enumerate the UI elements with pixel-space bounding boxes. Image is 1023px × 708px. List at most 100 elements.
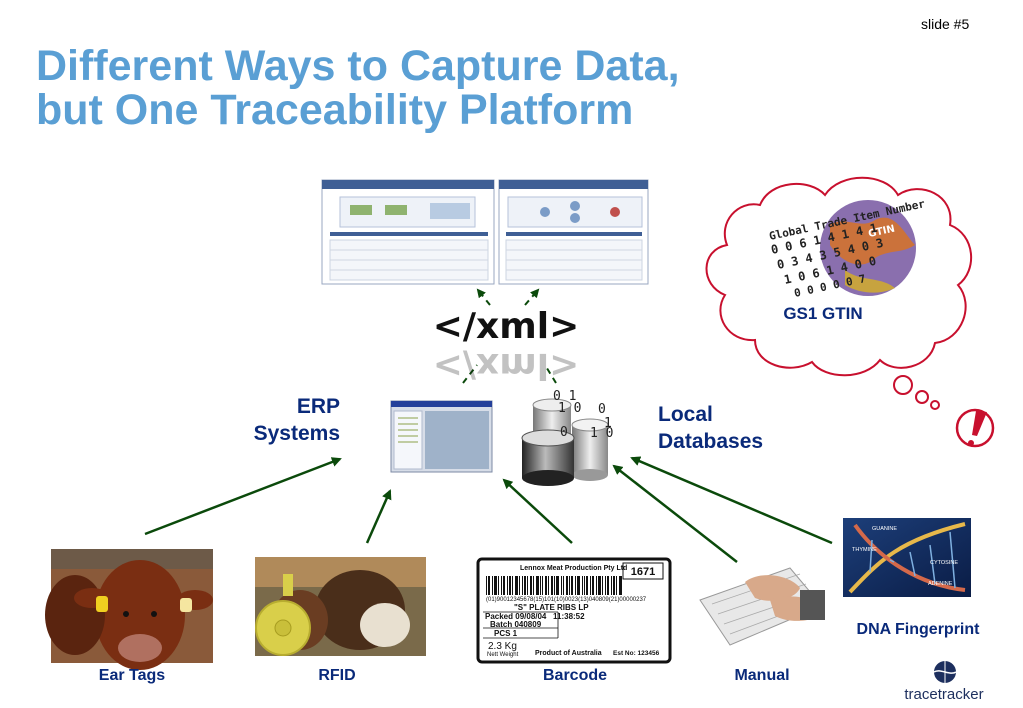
dna-image: GUANINE THYMINE CYTOSINE ADENINE bbox=[843, 518, 971, 597]
local-label-line-1: Local bbox=[658, 403, 713, 426]
title-line-2: but One Traceability Platform bbox=[36, 86, 634, 134]
barcode-weight: 2.3 Kg bbox=[488, 641, 517, 652]
svg-text:1: 1 bbox=[604, 416, 612, 431]
barcode-bars bbox=[486, 576, 622, 595]
dashed-line-db-to-xml bbox=[544, 364, 557, 384]
barcode-bar bbox=[512, 576, 513, 595]
barcode-bar bbox=[554, 576, 555, 595]
barcode-bar bbox=[556, 576, 559, 595]
arrow-dna-to-db bbox=[630, 456, 833, 545]
barcode-bar bbox=[519, 576, 520, 595]
rfid-label: RFID bbox=[318, 667, 356, 684]
barcode-bar bbox=[575, 576, 576, 595]
manual-label: Manual bbox=[734, 667, 790, 684]
title-line-1: Different Ways to Capture Data, bbox=[36, 42, 680, 90]
barcode-pcs: PCS 1 bbox=[494, 629, 518, 638]
barcode-bar bbox=[582, 576, 583, 595]
barcode-bar bbox=[540, 576, 541, 595]
xml-label: </xml> bbox=[433, 306, 580, 347]
barcode-bar bbox=[524, 576, 526, 595]
erp-label-line-2: Systems bbox=[253, 422, 340, 445]
svg-text:1 0: 1 0 bbox=[590, 426, 613, 441]
barcode-bar bbox=[590, 576, 591, 595]
barcode-bar bbox=[515, 576, 518, 595]
erp-window-screenshot bbox=[390, 400, 493, 473]
barcode-bar bbox=[584, 576, 585, 595]
barcode-bar bbox=[605, 576, 606, 595]
barcode-bar bbox=[530, 576, 532, 595]
local-label-line-2: Databases bbox=[658, 430, 764, 453]
svg-text:GTIN: GTIN bbox=[867, 224, 896, 240]
gs1-gtin-label: GS1 GTIN bbox=[783, 304, 862, 323]
xml-label-reflection: </xml> bbox=[433, 345, 580, 386]
barcode-bar bbox=[501, 576, 502, 595]
barcode-bar bbox=[607, 576, 609, 595]
dna-term-adenine: ADENINE bbox=[928, 581, 953, 587]
arrow-barcode-to-db bbox=[502, 478, 573, 544]
arrow-rfid-to-erp bbox=[365, 489, 392, 544]
barcode-product: "S" PLATE RIBS LP bbox=[514, 603, 589, 612]
barcode-bar bbox=[509, 576, 511, 595]
barcode-bar bbox=[561, 576, 562, 595]
barcode-bar bbox=[592, 576, 594, 595]
barcode-bar bbox=[527, 576, 528, 595]
slide-number: slide #5 bbox=[921, 16, 970, 32]
ear-tags-label: Ear Tags bbox=[98, 667, 166, 684]
slide-title: Different Ways to Capture Data, but One … bbox=[36, 44, 836, 132]
barcode-bar bbox=[598, 576, 601, 595]
barcode-bar bbox=[611, 576, 612, 595]
barcode-company: Lennox Meat Production Pty Ltd bbox=[520, 565, 627, 572]
svg-text:0: 0 bbox=[560, 425, 568, 440]
dashed-arrow-xml-to-screenshot-1 bbox=[476, 288, 491, 306]
svg-text:0 1: 0 1 bbox=[553, 389, 576, 404]
barcode-bar bbox=[494, 576, 497, 595]
ear-tags-photo bbox=[45, 549, 213, 670]
erp-systems-label: ERP Systems bbox=[230, 393, 340, 447]
logo-text: tracetracker bbox=[904, 686, 983, 703]
barcode-bar bbox=[548, 576, 549, 595]
barcode-net-label: Nett Weight bbox=[487, 652, 519, 658]
tracetracker-screenshot-1 bbox=[321, 179, 495, 285]
barcode-bar bbox=[488, 576, 490, 595]
barcode-bar bbox=[492, 576, 493, 595]
barcode-bar bbox=[566, 576, 568, 595]
svg-text:0: 0 bbox=[598, 402, 606, 417]
barcode-bar bbox=[586, 576, 588, 595]
dna-term-guanine: GUANINE bbox=[872, 526, 897, 532]
barcode-label: Barcode bbox=[542, 667, 608, 684]
barcode-bar bbox=[602, 576, 603, 595]
dashed-arrow-xml-to-screenshot-2 bbox=[524, 288, 540, 306]
barcode-bar bbox=[571, 576, 573, 595]
dna-term-thymine: THYMINE bbox=[852, 547, 877, 553]
barcode-bar bbox=[577, 576, 580, 595]
barcode-bar bbox=[507, 576, 508, 595]
rfid-photo bbox=[255, 557, 426, 656]
erp-label-line-1: ERP bbox=[296, 395, 340, 418]
barcode-bar bbox=[569, 576, 570, 595]
barcode-bar bbox=[536, 576, 539, 595]
barcode-label-image bbox=[476, 557, 672, 664]
svg-text:1 0: 1 0 bbox=[558, 401, 581, 416]
tracetracker-logo: tracetracker bbox=[890, 656, 998, 703]
tracetracker-screenshot-2 bbox=[498, 179, 649, 285]
arrow-manual-to-db bbox=[612, 464, 738, 563]
barcode-bar bbox=[503, 576, 505, 595]
barcode-bar bbox=[619, 576, 622, 595]
dna-fingerprint-label: DNA Fingerprint bbox=[856, 621, 980, 638]
barcode-bar bbox=[522, 576, 523, 595]
barcode-bar bbox=[551, 576, 553, 595]
globe-icon: GTIN bbox=[820, 200, 916, 296]
barcode-time: 11:38:52 bbox=[553, 612, 585, 621]
barcode-bar bbox=[533, 576, 534, 595]
barcode-bar bbox=[596, 576, 597, 595]
barcode-bar bbox=[613, 576, 615, 595]
barcode-bar bbox=[486, 576, 487, 595]
barcode-origin: Product of Australia bbox=[535, 650, 602, 657]
barcode-est: Est No: 123456 bbox=[613, 650, 660, 657]
dashed-line-erp-to-xml bbox=[462, 364, 478, 384]
barcode-bar bbox=[545, 576, 547, 595]
barcode-bar bbox=[563, 576, 564, 595]
barcode-packed: Packed 09/08/04 bbox=[485, 612, 547, 621]
local-databases-label: Local Databases bbox=[658, 401, 798, 455]
